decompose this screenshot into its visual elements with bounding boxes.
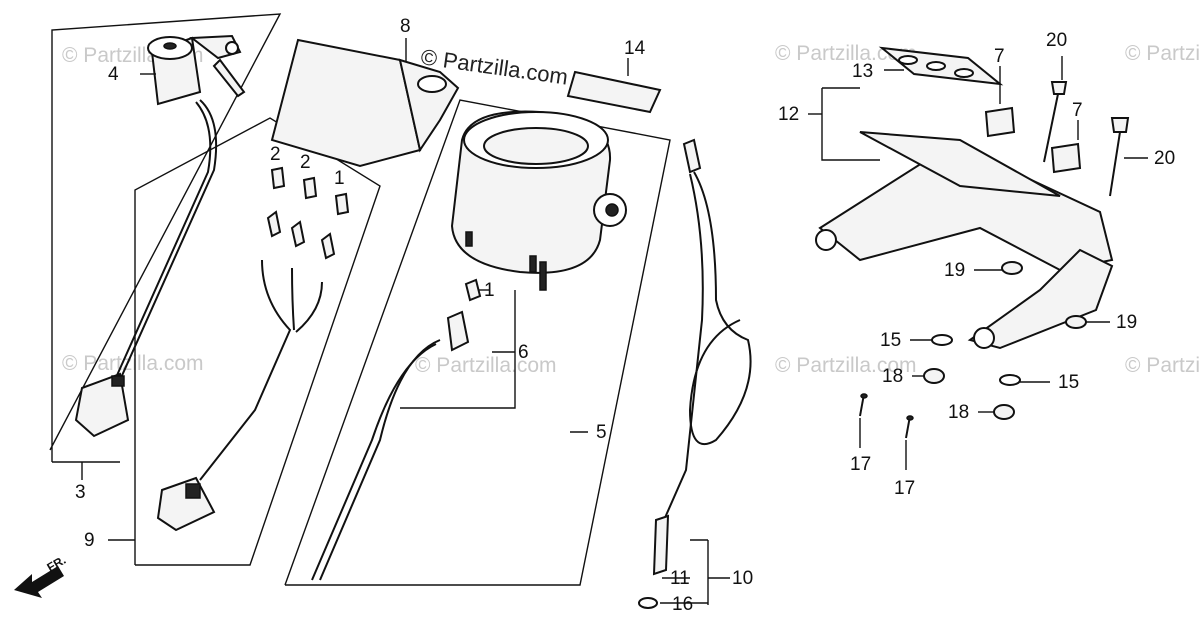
warning-label <box>566 70 662 114</box>
front-direction-label: FR. <box>45 553 69 575</box>
watermark-faint: © Partzilla.com <box>62 352 204 375</box>
watermark-faint: © Partzilla.com <box>415 354 557 377</box>
grommet <box>1050 142 1082 174</box>
washer <box>931 334 953 346</box>
watermark-faint: © Partzilla.com <box>1125 42 1200 65</box>
nut <box>993 404 1015 420</box>
callout-4: 4 <box>108 64 119 85</box>
callout-1: 1 <box>334 168 345 189</box>
callout-labels: 4 8 14 2 2 1 1 6 5 3 9 11 10 16 13 12 7 … <box>75 16 1175 615</box>
callout-17: 17 <box>894 478 915 499</box>
ignition-switch <box>74 34 246 438</box>
speedometer-cable <box>638 138 752 609</box>
callout-1: 1 <box>484 280 495 301</box>
callout-7: 7 <box>994 46 1005 67</box>
group-outline-3 <box>49 13 282 451</box>
group-outline-5 <box>284 99 671 586</box>
leader-12 <box>821 88 880 161</box>
callout-17: 17 <box>850 454 871 475</box>
washer <box>999 374 1021 386</box>
callout-2: 2 <box>300 152 311 173</box>
callout-16: 16 <box>672 594 693 615</box>
meter-bracket-group <box>808 46 1148 470</box>
callout-20: 20 <box>1154 148 1175 169</box>
front-direction-arrow: FR. <box>14 553 68 598</box>
meter-housing <box>270 38 460 168</box>
callout-7: 7 <box>1072 100 1083 121</box>
callout-5: 5 <box>596 422 607 443</box>
callout-19: 19 <box>1116 312 1137 333</box>
leader-6 <box>400 290 516 409</box>
callout-18: 18 <box>948 402 969 423</box>
callout-13: 13 <box>852 61 873 82</box>
callout-3: 3 <box>75 482 86 503</box>
watermark-faint: © Partzilla.com <box>775 354 917 377</box>
callout-15: 15 <box>880 330 901 351</box>
grommet <box>984 106 1016 138</box>
callout-6: 6 <box>518 342 529 363</box>
nut <box>1001 261 1023 275</box>
callout-12: 12 <box>778 104 799 125</box>
speedometer <box>311 110 627 581</box>
indicator-harness <box>156 166 350 532</box>
callout-20: 20 <box>1046 30 1067 51</box>
callout-8: 8 <box>400 16 411 37</box>
callout-18: 18 <box>882 366 903 387</box>
callout-11: 11 <box>670 568 690 589</box>
ignition-switch-group <box>49 13 381 566</box>
watermark-faint: © Partzilla.com <box>1125 354 1200 377</box>
callout-15: 15 <box>1058 372 1079 393</box>
nut <box>923 368 945 384</box>
callout-19: 19 <box>944 260 965 281</box>
callout-14: 14 <box>624 38 646 59</box>
callout-9: 9 <box>84 530 95 551</box>
speedometer-group <box>270 38 671 586</box>
nut <box>1065 315 1087 329</box>
callout-10: 10 <box>732 568 753 589</box>
callout-2: 2 <box>270 144 281 165</box>
